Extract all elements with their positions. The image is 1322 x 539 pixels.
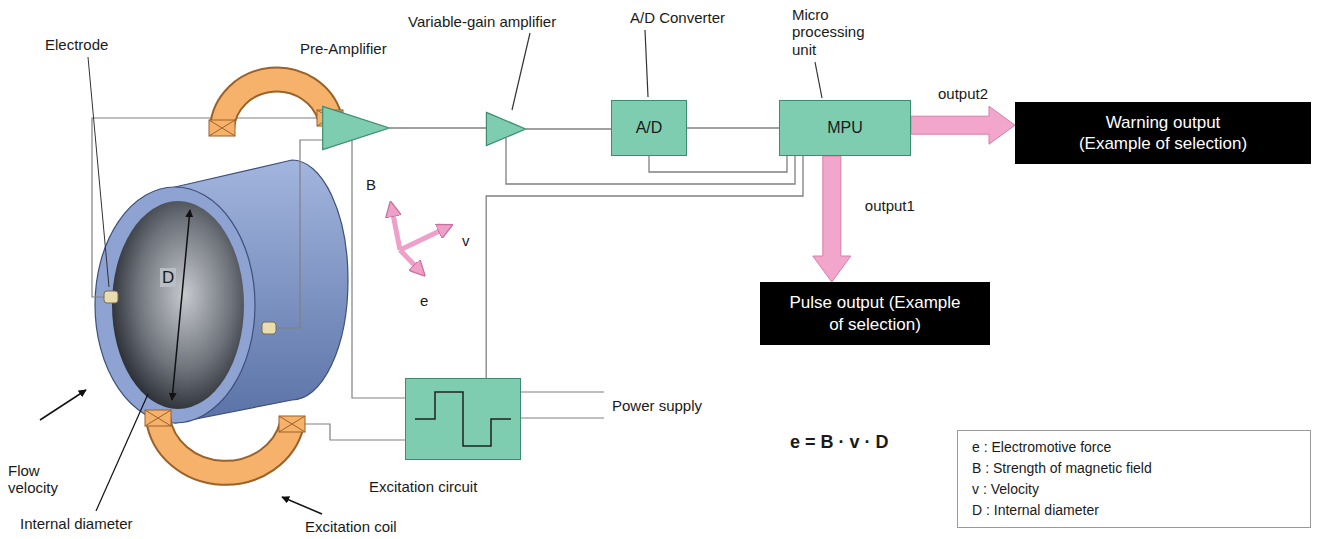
node-heading: Pre-Amplifier (300, 40, 387, 57)
square-wave (415, 392, 511, 446)
output-arrow (911, 106, 1015, 144)
heading-holder: Pre-Amplifier (300, 40, 387, 57)
heading-holder: Variable-gain amplifier (408, 13, 556, 30)
label-holder: A/D Converter (630, 9, 725, 26)
signal-line (526, 128, 611, 129)
label-holder: Internal diameter (20, 515, 133, 532)
coil-wire (305, 424, 406, 440)
formula: e = B · v · D (790, 432, 889, 452)
process-box: A/D (611, 100, 687, 156)
symbol-definition: D : Internal diameter (972, 500, 1099, 521)
label-holder: Excitation coil (305, 518, 397, 535)
coil-end (209, 120, 235, 136)
signal-line (687, 127, 779, 128)
edge-label: output1 (865, 197, 915, 214)
coil-end (145, 410, 171, 426)
coil-end (279, 416, 305, 432)
excitation-coil (222, 79, 330, 128)
coil-hatch (209, 120, 235, 136)
label-holder: Electrode (45, 36, 108, 53)
coil-hatch (145, 410, 171, 426)
amplifier-outline (322, 106, 390, 150)
signal-line (390, 127, 486, 128)
process-box: MPU (779, 100, 911, 156)
part-label: Micro processing unit (792, 6, 865, 58)
square-wave-symbol (405, 378, 521, 460)
leader-line (645, 30, 648, 97)
symbol-key-box: e : Electromotive forceB : Strength of m… (957, 430, 1311, 528)
node-text: Pulse output (Example of selection) (786, 292, 965, 335)
signal-line (649, 156, 787, 172)
vector-label: v (462, 232, 470, 249)
label-holder: e = B · v · D (790, 432, 889, 453)
pipe-rim (95, 187, 255, 423)
velocity-vector (400, 226, 450, 250)
edge-label: output2 (938, 85, 988, 102)
signal-label: Power supply (612, 397, 702, 414)
node-text: MPU (827, 118, 863, 138)
node-text: A/D (636, 118, 663, 138)
amplifier-symbol: Variable-gain amplifier (486, 112, 526, 146)
excitation-coil (158, 418, 292, 473)
signal-line (486, 156, 803, 378)
part-label: Excitation coil (305, 518, 397, 535)
heading-holder: Excitation circuit (369, 478, 477, 495)
vector-label: B (366, 176, 376, 193)
label-holder: B (366, 176, 376, 193)
excitation-coil (158, 418, 292, 473)
power-wire (521, 417, 604, 418)
output-arrow (813, 156, 851, 282)
output-box: Pulse output (Example of selection) (760, 282, 990, 345)
pipe-bore (112, 201, 244, 409)
electrode-wire (276, 140, 323, 328)
diameter-arrow (172, 210, 190, 400)
node-heading: Variable-gain amplifier (408, 13, 556, 30)
label-holder: Power supply (612, 397, 702, 414)
edge-label-holder: output2 (935, 85, 991, 102)
output-box: Warning output (Example of selection) (1015, 102, 1311, 164)
edge-label-holder: output1 (862, 197, 918, 214)
amplifier-triangle (486, 112, 525, 145)
power-wire (521, 391, 604, 392)
amplifier-symbol: Pre-Amplifier (322, 106, 390, 150)
node-text: Warning output (Example of selection) (1074, 112, 1253, 155)
label-holder: v (462, 232, 470, 249)
electrode (262, 322, 276, 334)
electrode-wire (92, 118, 323, 297)
excitation-coil (222, 79, 330, 128)
leader-line (512, 33, 530, 110)
leader-line (96, 394, 148, 511)
amplifier-triangle (323, 106, 390, 149)
leader-line (815, 62, 822, 98)
vector-label: e (420, 292, 428, 309)
part-label: Flow velocity (8, 462, 58, 496)
symbol-definition: B : Strength of magnetic field (972, 458, 1152, 479)
part-label: Internal diameter (20, 515, 133, 532)
coil-hatch (279, 416, 305, 432)
coil-wire (343, 122, 406, 398)
amplifier-outline (486, 112, 526, 146)
electrode (104, 291, 118, 303)
label-holder: Flow velocity (8, 462, 80, 497)
label-holder: D (160, 268, 176, 288)
leader-line (88, 57, 109, 287)
part-label: Electrode (45, 36, 108, 53)
flow-arrow (40, 390, 86, 420)
label-holder: e (420, 292, 428, 309)
symbol-definition: e : Electromotive force (972, 437, 1111, 458)
label-holder: Micro processing unit (792, 6, 872, 58)
leader-arrow (282, 497, 322, 514)
emf-vector (400, 250, 423, 274)
dimension-label: D (160, 268, 176, 287)
field-vector (391, 204, 400, 250)
part-label: A/D Converter (630, 9, 725, 26)
node-heading: Excitation circuit (369, 478, 477, 495)
symbol-definition: v : Velocity (972, 479, 1039, 500)
